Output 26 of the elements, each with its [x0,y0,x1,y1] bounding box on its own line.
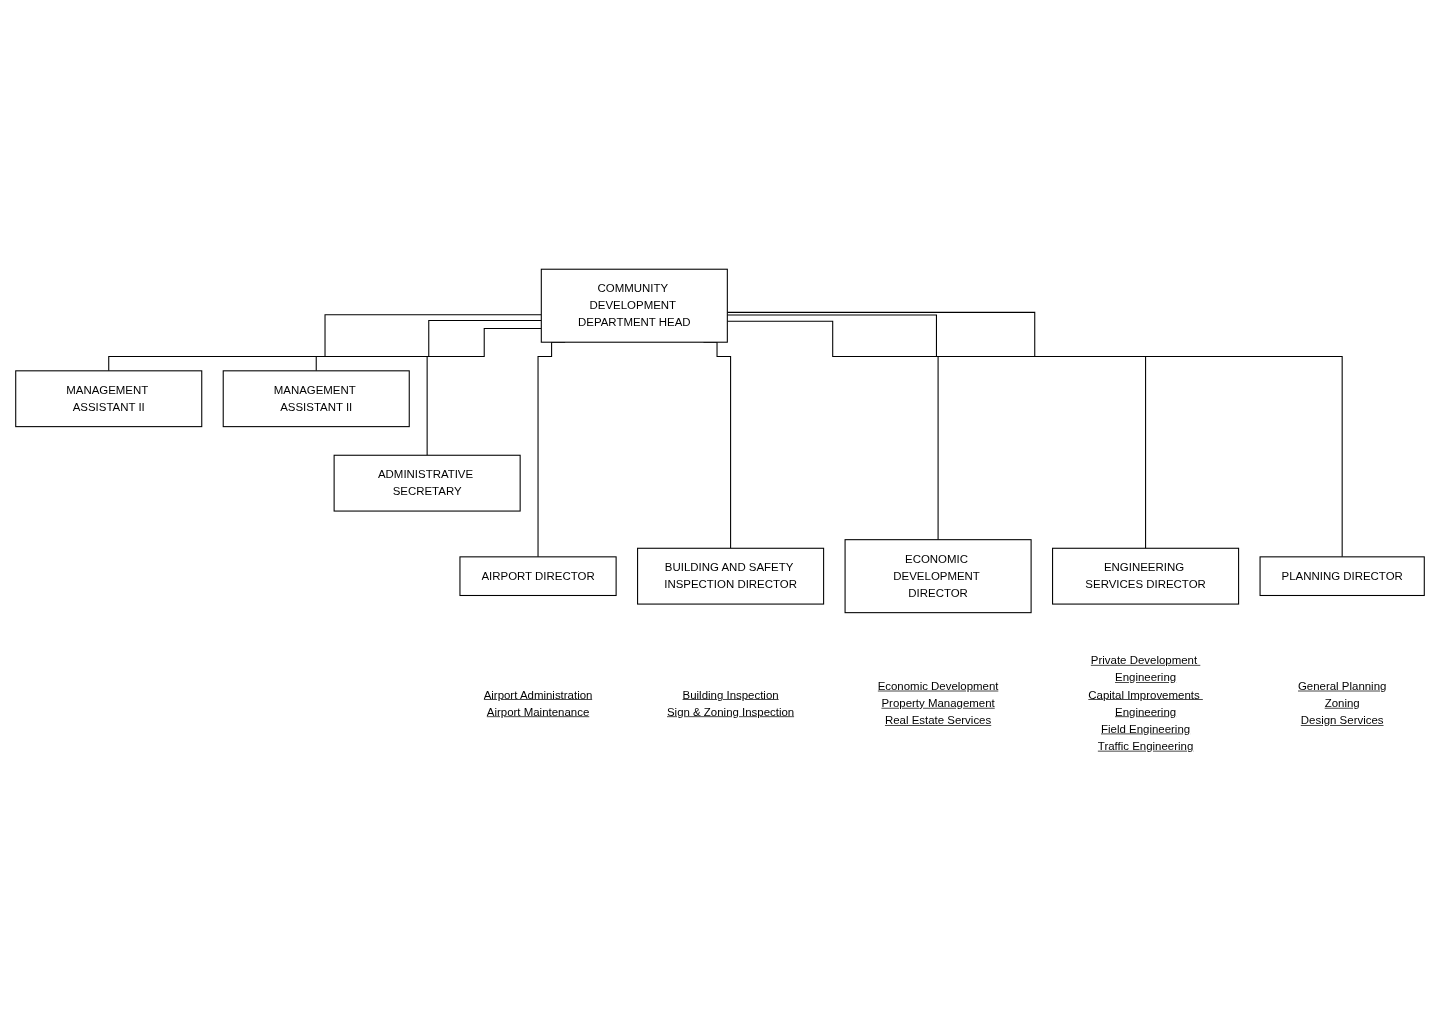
node-label: Building Inspection [682,688,779,701]
node-box: MANAGEMENT ASSISTANT II [15,370,203,428]
node-label: Private Development Engineering [1090,654,1198,684]
node-box: COMMUNITY DEVELOPMENT DEPARTMENT HEAD [540,268,728,343]
node-label: General Planning [1297,679,1387,693]
node-label: Design Services [1300,714,1384,727]
node-label: Zoning [1324,697,1360,710]
node-box: AIRPORT DIRECTOR [459,556,617,597]
connector [108,314,542,372]
node-label: Capital Improvements Engineering [1088,688,1200,718]
node-label: Airport Administration [483,688,593,701]
node-box: PLANNING DIRECTOR [1259,556,1425,597]
node-box: ADMINISTRATIVE SECRETARY [333,454,521,512]
node-label: Field Engineering [1101,722,1191,736]
node-label: Traffic Engineering [1097,740,1194,753]
node-box: BUILDING AND SAFETY INSPECTION DIRECTOR [637,547,825,605]
node-box: ENGINEERING SERVICES DIRECTOR [1052,547,1240,605]
node-label: Economic Development [877,679,999,693]
node-label: Real Estate Services [884,714,992,727]
node-label: Sign & Zoning Inspection [666,705,795,718]
connector [426,328,542,456]
connector [315,320,542,372]
node-box: ECONOMIC DEVELOPMENT DIRECTOR [844,539,1032,614]
node-label: Property Management [881,697,995,710]
node-label: Airport Maintenance [486,705,590,718]
node-box: MANAGEMENT ASSISTANT II [222,370,410,428]
